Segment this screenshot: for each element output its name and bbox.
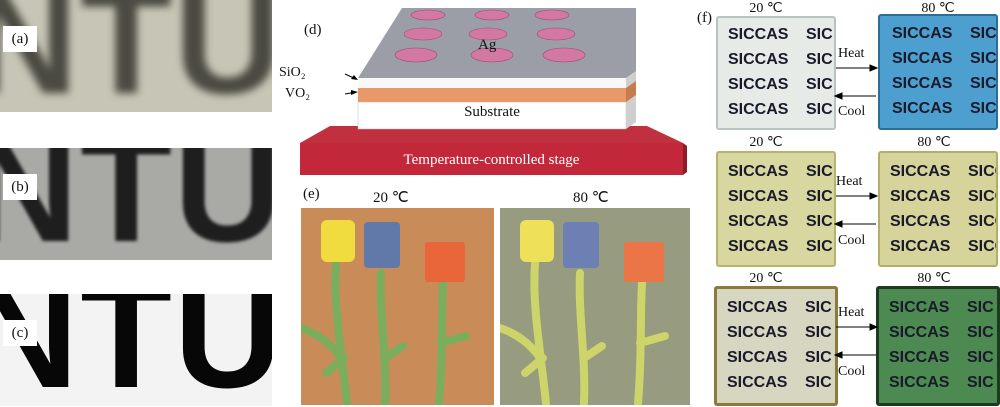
blue-petal — [364, 222, 400, 268]
sio2-layer — [358, 78, 626, 88]
row1-left-temp: 20 ℃ — [749, 1, 783, 16]
ntu-text-medium: NTU — [0, 148, 272, 260]
ag-label: Ag — [478, 37, 497, 53]
panel-b-photo: NTU (b) — [0, 148, 272, 260]
sio2-label: SiO₂ — [279, 65, 306, 80]
device-schematic — [300, 8, 687, 175]
orange-petal — [624, 242, 664, 282]
tile-row2-left: SICCAS SIC SICCAS SIC SICCAS SIC SICCAS … — [716, 151, 836, 267]
substrate-label: Substrate — [464, 104, 520, 120]
stage-top — [300, 126, 683, 143]
row1-heat-label: Heat — [838, 46, 865, 61]
row2-right-temp: 80 ℃ — [917, 135, 951, 150]
row1-cool-label: Cool — [838, 104, 866, 119]
tile-row2-right: SICCAS SICC SICCAS SICC SICCAS SICC SICC… — [878, 151, 998, 267]
ntu-text-sharp: NTU — [0, 294, 272, 406]
row2-left-temp: 20 ℃ — [749, 135, 783, 150]
panel-c-photo: NTU (c) — [0, 294, 272, 406]
ntu-text-blurred: NTU — [0, 0, 272, 112]
panel-b-label: (b) — [3, 174, 37, 200]
panel-a-photo: NTU (a) — [0, 0, 272, 112]
panel-e-right-temp: 80 ℃ — [573, 190, 609, 206]
stage-front — [300, 143, 683, 175]
panel-e-label: (e) — [303, 186, 320, 202]
tile-row1-left: SICCAS SIC SICCAS SIC SICCAS SIC SICCAS … — [716, 16, 836, 130]
tile-row1-right: SICCAS SIC SICCAS SIC SICCAS SIC SICCAS … — [878, 14, 998, 130]
row3-left-temp: 20 ℃ — [749, 271, 783, 286]
flower-photo-80c — [500, 208, 690, 405]
row1-right-temp: 80 ℃ — [921, 1, 955, 16]
vo2-label: VO₂ — [285, 86, 311, 101]
panel-a-label: (a) — [3, 26, 37, 52]
panel-e-left-temp: 20 ℃ — [373, 190, 409, 206]
panel-f-label: (f) — [697, 10, 712, 26]
yellow-petal — [321, 220, 355, 262]
orange-petal — [425, 242, 465, 282]
panel-d-label: (d) — [304, 22, 322, 38]
substrate-layer — [357, 101, 627, 130]
stage-side — [683, 143, 687, 175]
row3-heat-label: Heat — [838, 305, 865, 320]
vo2-layer — [358, 88, 626, 102]
flower-photo-20c — [301, 208, 494, 405]
row3-cool-label: Cool — [838, 364, 866, 379]
panel-c-label: (c) — [3, 320, 37, 346]
stage-label: Temperature-controlled stage — [403, 152, 580, 168]
heat-cool-arrows — [834, 64, 878, 359]
yellow-petal — [520, 220, 554, 262]
ag-electrode-pads — [394, 9, 586, 63]
row2-heat-label: Heat — [836, 174, 863, 189]
blue-petal — [563, 222, 599, 268]
row3-right-temp: 80 ℃ — [917, 271, 951, 286]
row2-cool-label: Cool — [838, 233, 866, 248]
tile-row3-right: SICCAS SIC SICCAS SIC SICCAS SIC SICCAS … — [876, 286, 1000, 406]
tile-row3-left: SICCAS SIC SICCAS SIC SICCAS SIC SICCAS … — [714, 286, 838, 406]
